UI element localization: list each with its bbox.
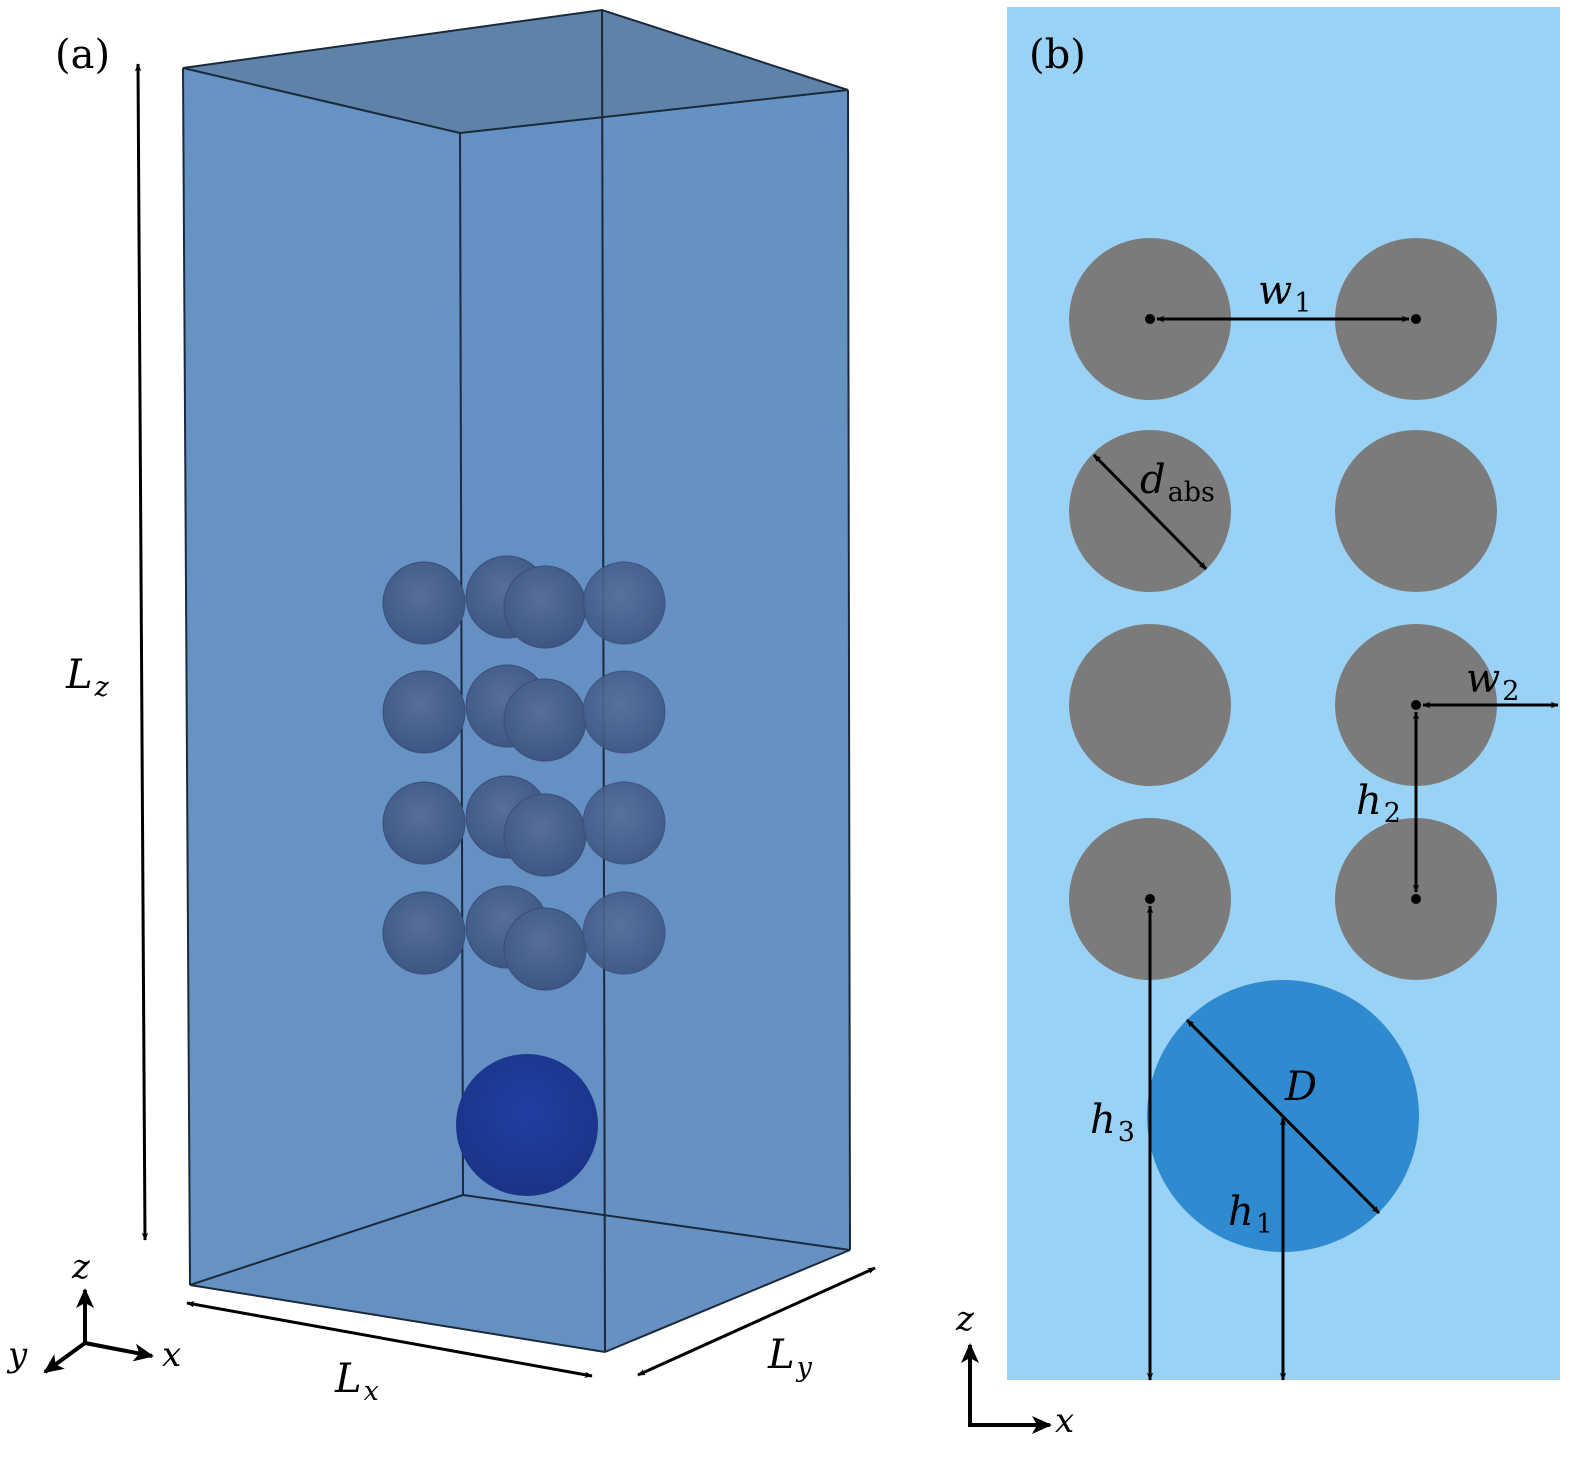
absorber-sphere-3d xyxy=(382,891,466,975)
panel-b-label: (b) xyxy=(1029,32,1086,78)
d-diameter-label: D xyxy=(1284,1064,1317,1110)
box-top-face xyxy=(183,10,848,133)
y-axis-arrow xyxy=(43,1341,87,1374)
x-axis-arrow xyxy=(84,1341,154,1362)
domain-box xyxy=(182,8,851,1353)
panel-a: (a) xyxy=(6,8,876,1407)
absorber-sphere-3d xyxy=(503,793,587,877)
center-dot xyxy=(1411,314,1421,324)
center-dot xyxy=(1411,894,1421,904)
absorber-array-3d xyxy=(382,555,666,991)
x-axis-label-2d: x xyxy=(1055,1401,1074,1441)
absorber-sphere-3d xyxy=(503,565,587,649)
absorber-sphere-3d xyxy=(582,891,666,975)
absorber-sphere-3d xyxy=(382,561,466,645)
absorber-sphere-3d xyxy=(382,781,466,865)
axes-triad-2d: z x xyxy=(955,1299,1074,1441)
h2-label: h2 xyxy=(1356,778,1401,829)
absorber-sphere-3d xyxy=(503,907,587,991)
ly-label: Ly xyxy=(767,1332,813,1383)
absorber-sphere-3d xyxy=(382,670,466,754)
h1-label: h1 xyxy=(1228,1189,1273,1240)
absorber-disk-2d xyxy=(1335,430,1497,592)
center-dot xyxy=(1145,894,1155,904)
y-axis-label: y xyxy=(6,1335,28,1375)
d-diameter-arrow xyxy=(1185,1018,1381,1215)
center-dot xyxy=(1145,314,1155,324)
d-abs-arrow xyxy=(1092,453,1208,571)
center-dot xyxy=(1411,700,1421,710)
d-abs-label: dabs xyxy=(1140,457,1215,508)
box-front-face xyxy=(183,68,463,1285)
lx-label: Lx xyxy=(334,1356,379,1407)
particle-sphere-3d xyxy=(456,1054,598,1196)
x-axis-label: x xyxy=(162,1335,181,1375)
ly-arrow xyxy=(637,1266,876,1377)
panel-a-label: (a) xyxy=(55,32,110,78)
w2-label: w2 xyxy=(1466,656,1519,707)
z-axis-label: z xyxy=(71,1247,91,1287)
w1-label: w1 xyxy=(1258,268,1311,319)
absorber-sphere-3d xyxy=(582,781,666,865)
lz-label: Lz xyxy=(65,652,110,703)
axes-triad-3d: z x y xyxy=(6,1247,181,1375)
absorber-disk-2d xyxy=(1069,624,1231,786)
center-dots xyxy=(1145,314,1421,904)
panel-b: (b) w1 dabs w2 h2 h3 D xyxy=(955,7,1560,1441)
absorber-sphere-3d xyxy=(582,561,666,645)
lx-arrow xyxy=(186,1301,593,1378)
box-near-right-face xyxy=(602,90,850,1352)
absorber-sphere-3d xyxy=(503,678,587,762)
h3-label: h3 xyxy=(1090,1097,1135,1148)
z-axis-label-2d: z xyxy=(955,1299,975,1339)
lz-arrow xyxy=(134,63,149,1241)
absorber-sphere-3d xyxy=(582,670,666,754)
